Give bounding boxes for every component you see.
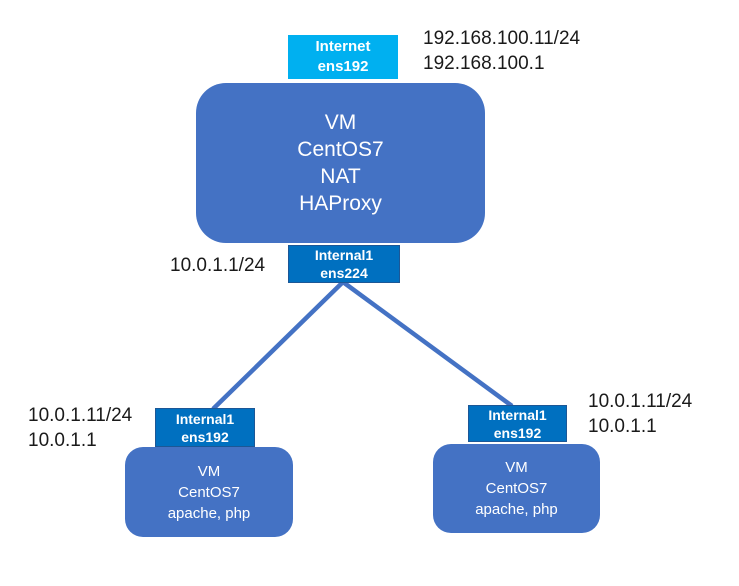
haproxy-vm-line: NAT xyxy=(320,165,361,188)
wan-ip-annotation: 192.168.100.11/24 192.168.100.1 xyxy=(423,26,580,76)
haproxy-vm-line: HAProxy xyxy=(299,192,382,215)
web1-vm-line: VM xyxy=(197,462,221,480)
internal-interface-nic: ens224 xyxy=(320,265,368,281)
web1-interface-nic: ens192 xyxy=(181,428,229,445)
internet-interface-name: Internet xyxy=(315,38,371,55)
web2-vm-node: VM CentOS7 apache, php xyxy=(433,444,600,533)
wan-gateway-address: 192.168.100.1 xyxy=(423,53,545,74)
web1-ip-annotation: 10.0.1.11/24 10.0.1.1 xyxy=(28,403,132,453)
wan-ip-address: 192.168.100.11/24 xyxy=(423,28,581,49)
web1-interface-name: Internal1 xyxy=(175,410,235,427)
link-haproxy-web2 xyxy=(341,280,514,408)
web1-ip-address: 10.0.1.11/24 xyxy=(28,405,133,426)
internal-interface-name: Internal1 xyxy=(314,247,374,263)
haproxy-internal-interface-label: Internal1 ens224 xyxy=(288,245,400,283)
web2-ip-annotation: 10.0.1.11/24 10.0.1.1 xyxy=(588,389,692,439)
web2-interface-label: Internal1 ens192 xyxy=(468,405,567,442)
web1-interface-label: Internal1 ens192 xyxy=(155,408,255,447)
internal-gateway-ip-annotation: 10.0.1.1/24 xyxy=(170,253,265,278)
web2-ip-address: 10.0.1.11/24 xyxy=(588,391,693,412)
internal-gateway-address: 10.0.1.1/24 xyxy=(170,255,266,276)
internet-interface-nic: ens192 xyxy=(317,58,369,75)
web1-vm-line: apache, php xyxy=(167,504,251,522)
haproxy-vm-node: VM CentOS7 NAT HAProxy xyxy=(196,83,485,243)
internet-interface-label: Internet ens192 xyxy=(288,35,398,79)
web2-interface-name: Internal1 xyxy=(488,406,547,423)
web2-interface-nic: ens192 xyxy=(493,424,542,441)
web1-vm-line: CentOS7 xyxy=(178,483,240,501)
web1-gateway-address: 10.0.1.1 xyxy=(28,430,97,451)
web2-vm-line: CentOS7 xyxy=(485,480,548,497)
haproxy-vm-line: VM xyxy=(324,111,357,134)
link-haproxy-web1 xyxy=(211,280,345,411)
web1-vm-node: VM CentOS7 apache, php xyxy=(125,447,293,537)
web2-gateway-address: 10.0.1.1 xyxy=(588,416,657,437)
web2-vm-line: apache, php xyxy=(475,501,558,518)
web2-vm-line: VM xyxy=(505,459,528,476)
haproxy-vm-line: CentOS7 xyxy=(297,138,384,161)
